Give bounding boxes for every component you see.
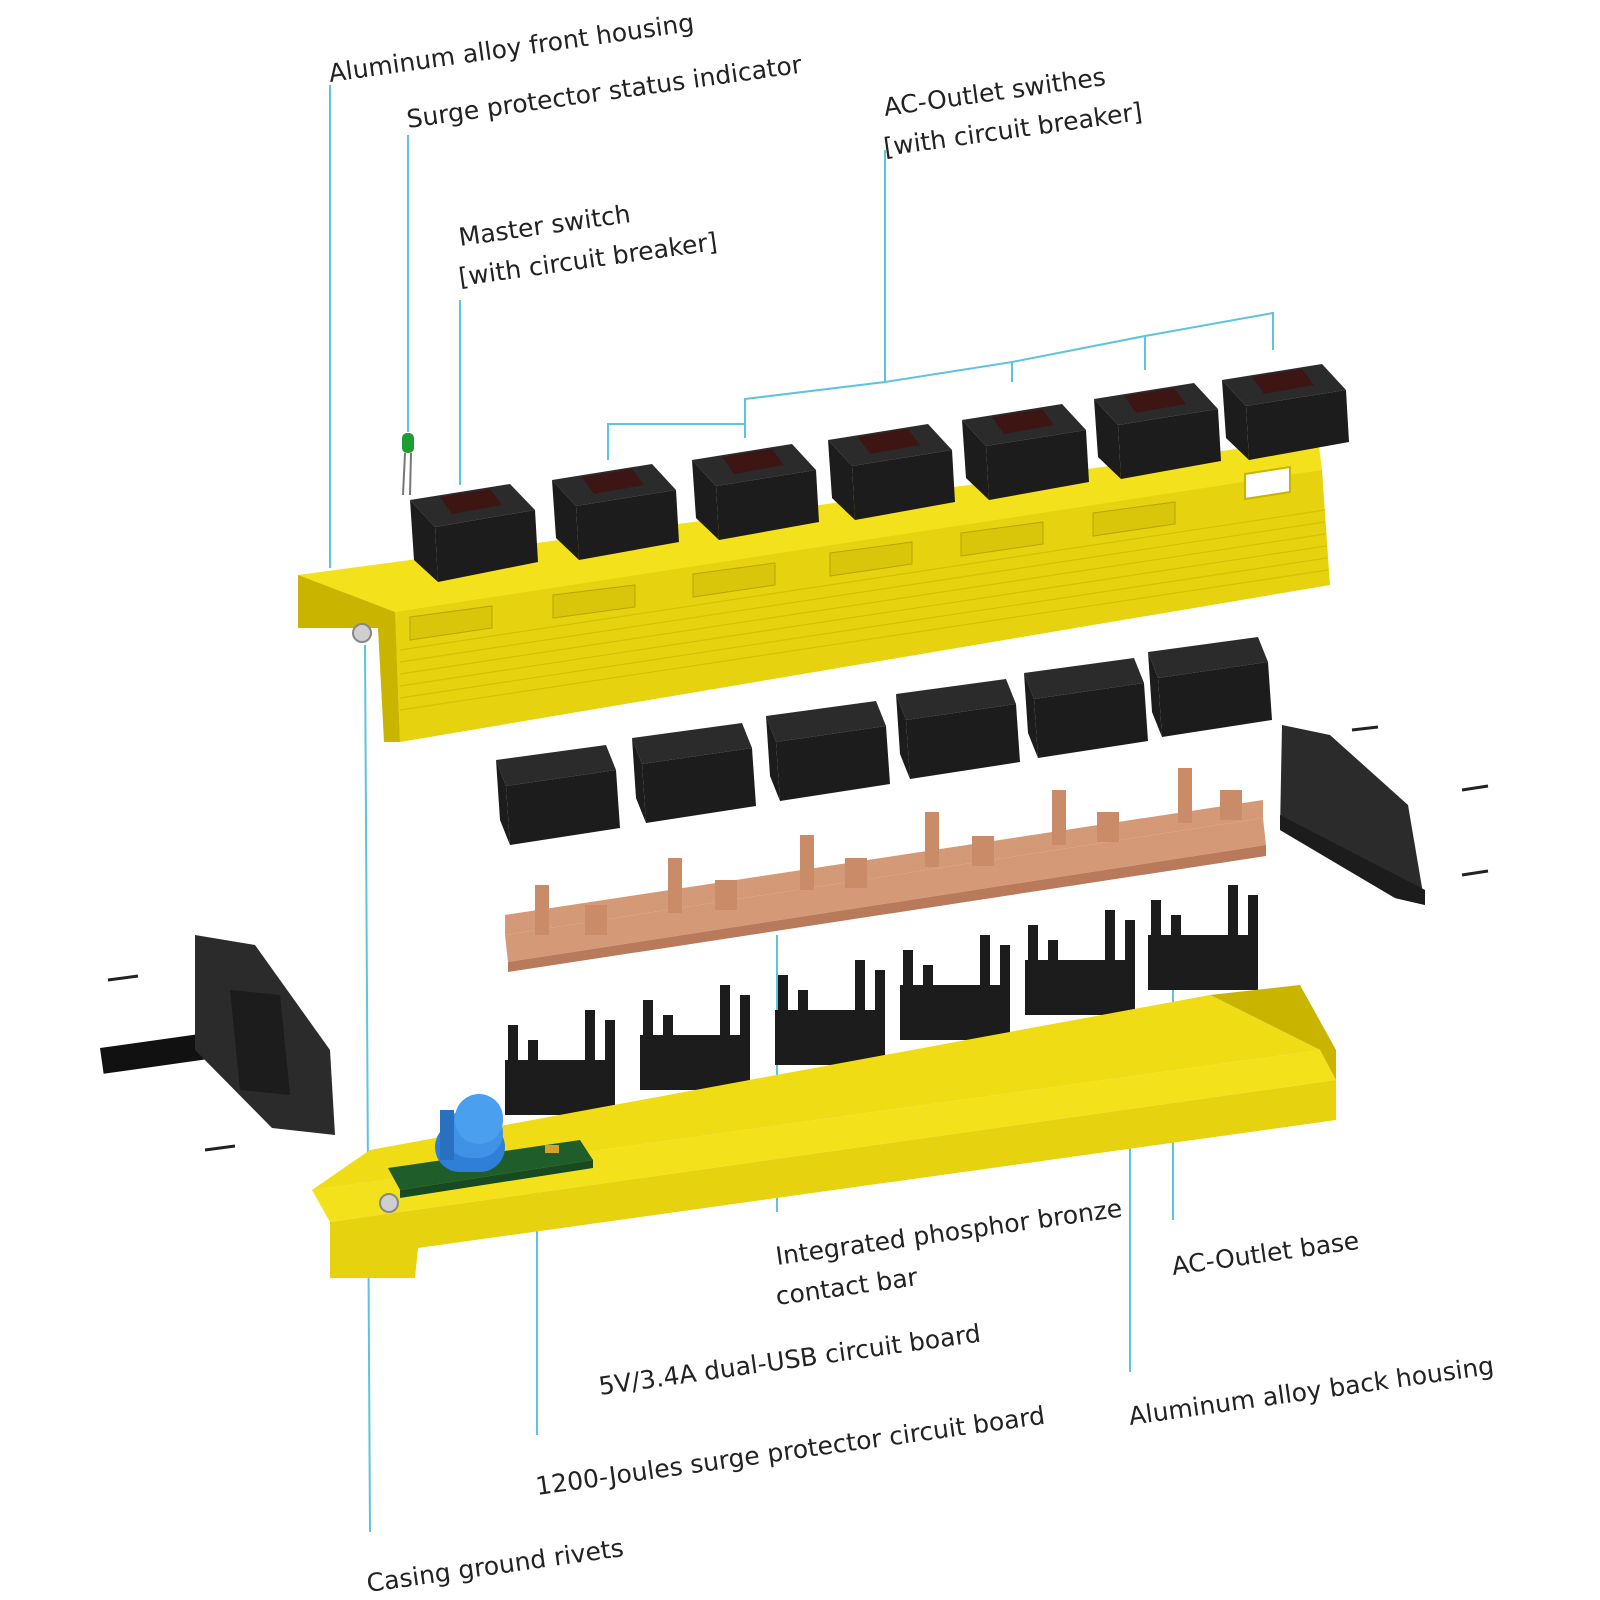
label-usb-board: 5V/3.4A dual-USB circuit board — [597, 1319, 983, 1401]
capacitor-stack — [435, 1094, 505, 1172]
label-back-housing: Aluminum alloy back housing — [1127, 1351, 1496, 1431]
surge-board — [388, 1094, 593, 1198]
outlet-3 — [766, 701, 890, 801]
master-switch — [410, 484, 538, 582]
usb-slot — [1244, 465, 1291, 501]
left-end-cap — [99, 935, 335, 1152]
outlets — [496, 637, 1272, 845]
label-surge-board: 1200-Joules surge protector circuit boar… — [534, 1401, 1047, 1501]
ground-rivet-back — [379, 1193, 399, 1213]
outlet-switch-2 — [692, 444, 819, 540]
outlet-switch-4 — [962, 404, 1089, 500]
label-contact-bar-line2: contact bar — [774, 1262, 920, 1311]
outlet-1 — [496, 745, 620, 845]
outlet-base-6 — [1148, 885, 1258, 990]
ground-rivet-front — [352, 623, 372, 643]
leader-outlet-switches-b3 — [1011, 334, 1146, 370]
label-ground-rivets: Casing ground rivets — [365, 1533, 626, 1598]
outlet-6 — [1148, 637, 1272, 737]
right-end-cap — [1280, 725, 1489, 905]
label-contact-bar-line1: Integrated phosphor bronze — [774, 1194, 1124, 1271]
leader-outlet-switches-b4 — [1144, 311, 1274, 350]
leader-ground-rivets — [364, 644, 371, 1533]
leader-outlet-switches-branch — [607, 360, 1013, 460]
contact-bar — [505, 768, 1266, 972]
outlet-switch-1 — [552, 464, 679, 560]
outlet-5 — [1024, 658, 1148, 758]
outlet-2 — [632, 723, 756, 823]
outlet-bases — [505, 885, 1258, 1115]
outlet-base-3 — [775, 960, 885, 1065]
outlet-base-4 — [900, 935, 1010, 1040]
outlet-4 — [896, 679, 1020, 779]
outlet-switch-5 — [1094, 383, 1221, 479]
status-led — [402, 433, 414, 496]
label-outlet-base: AC-Outlet base — [1170, 1226, 1361, 1281]
outlet-base-2 — [640, 985, 750, 1090]
back-housing — [312, 985, 1336, 1278]
leader-lines — [329, 85, 1274, 1533]
outlet-base-1 — [505, 1010, 615, 1115]
switches — [410, 364, 1349, 582]
front-housing — [298, 438, 1330, 742]
outlet-switch-3 — [828, 424, 955, 520]
outlet-switch-6 — [1222, 364, 1349, 460]
outlet-base-5 — [1025, 910, 1135, 1015]
